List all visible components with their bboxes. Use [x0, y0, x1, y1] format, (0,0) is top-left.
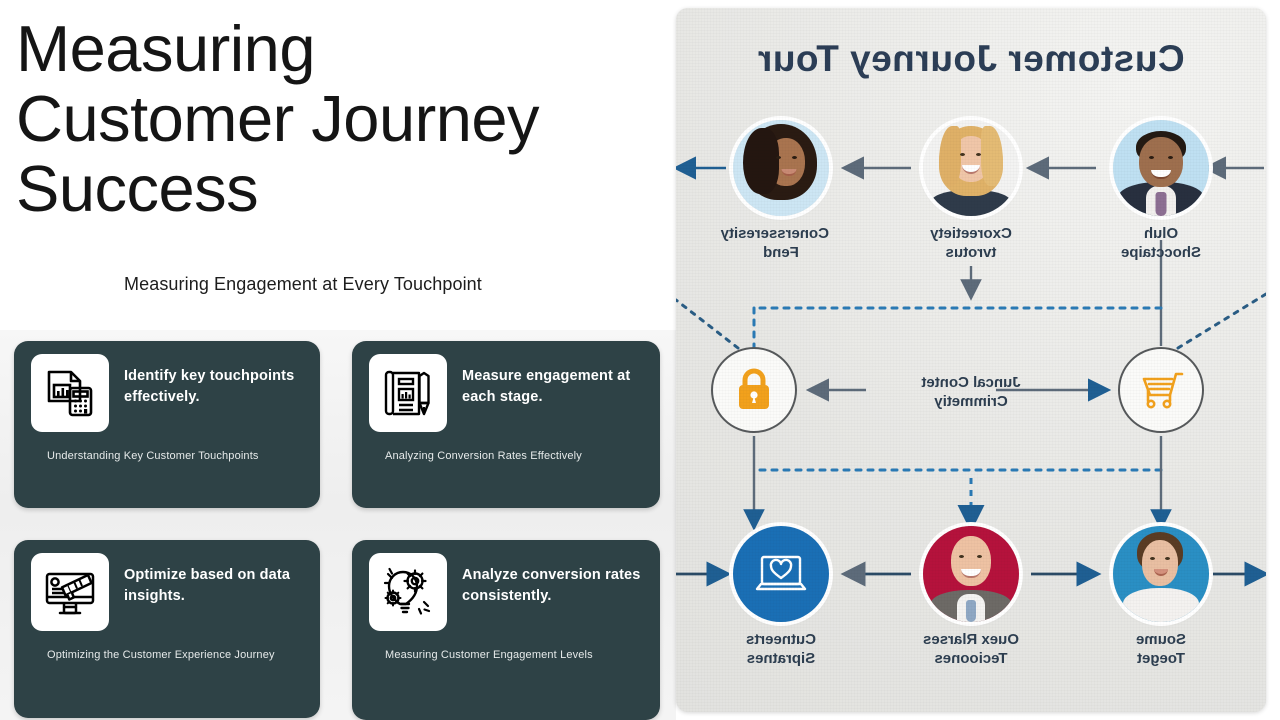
node-label: Cxoreetiety tvrotus — [930, 225, 1012, 261]
node-bottom-center: Ouex Rlarses Tecioones — [923, 526, 1019, 669]
card-top-row: Identify key touchpoints effectively. — [14, 341, 320, 432]
left-content-column: Measuring Customer Journey Success Measu… — [0, 12, 676, 720]
node-top-center: Cxoreetiety tvrotus — [923, 120, 1019, 263]
node-top-left: Oluh Shocctaipe — [1113, 120, 1209, 263]
feature-card-identify-touchpoints[interactable]: Identify key touchpoints effectively. Un… — [14, 341, 320, 508]
node-bottom-left: Soume Toeget — [1113, 526, 1209, 669]
card-heading: Identify key touchpoints effectively. — [124, 368, 295, 405]
lightbulb-gears-icon — [369, 553, 447, 631]
infographic-image-panel: Customer Journey Tour — [676, 8, 1266, 712]
avatar — [1113, 120, 1209, 216]
page-subtitle: Measuring Engagement at Every Touchpoint — [124, 274, 482, 294]
card-top-row: Measure engagement at each stage. — [352, 341, 660, 432]
card-top-row: Optimize based on data insights. — [14, 540, 320, 631]
center-flow-label: Juncal Contet Crimmetiy — [921, 374, 1021, 410]
avatar — [733, 120, 829, 216]
laptop-heart-icon — [733, 526, 829, 622]
card-caption: Measuring Customer Engagement Levels — [385, 649, 593, 661]
document-calculator-icon — [31, 354, 109, 432]
lock-icon — [711, 347, 797, 433]
monitor-megaphone-icon — [31, 553, 109, 631]
node-label: Conersseresity Fend — [720, 225, 829, 261]
node-bottom-right: Cutneerts Sipratnes — [733, 526, 829, 669]
avatar — [923, 120, 1019, 216]
node-label: Oluh Shocctaipe — [1120, 225, 1202, 261]
feature-card-analyze-conversion[interactable]: Analyze conversion rates consistently. M… — [352, 540, 660, 720]
shopping-cart-icon — [1118, 347, 1204, 433]
node-label: Cutneerts Sipratnes — [746, 631, 817, 667]
report-pen-icon — [369, 354, 447, 432]
avatar — [1113, 526, 1209, 622]
card-caption: Optimizing the Customer Experience Journ… — [47, 649, 275, 661]
card-heading: Measure engagement at each stage. — [462, 368, 631, 405]
card-caption: Analyzing Conversion Rates Effectively — [385, 450, 582, 462]
card-top-row: Analyze conversion rates consistently. — [352, 540, 660, 631]
card-heading: Optimize based on data insights. — [124, 567, 291, 604]
mirrored-infographic-canvas: Customer Journey Tour — [676, 8, 1266, 712]
node-label: Soume Toeget — [1136, 631, 1187, 667]
node-top-right: Conersseresity Fend — [720, 120, 829, 263]
connector-lines — [676, 156, 1266, 587]
feature-card-measure-engagement[interactable]: Measure engagement at each stage. Analyz… — [352, 341, 660, 508]
feature-card-grid: Identify key touchpoints effectively. Un… — [14, 341, 660, 720]
avatar — [923, 526, 1019, 622]
feature-card-optimize-insights[interactable]: Optimize based on data insights. Optimiz… — [14, 540, 320, 718]
node-mid-left — [1118, 347, 1204, 433]
node-label: Ouex Rlarses Tecioones — [923, 631, 1019, 667]
page-title: Measuring Customer Journey Success — [16, 12, 540, 226]
node-mid-right — [711, 347, 797, 433]
card-caption: Understanding Key Customer Touchpoints — [47, 450, 259, 462]
card-heading: Analyze conversion rates consistently. — [462, 567, 641, 604]
